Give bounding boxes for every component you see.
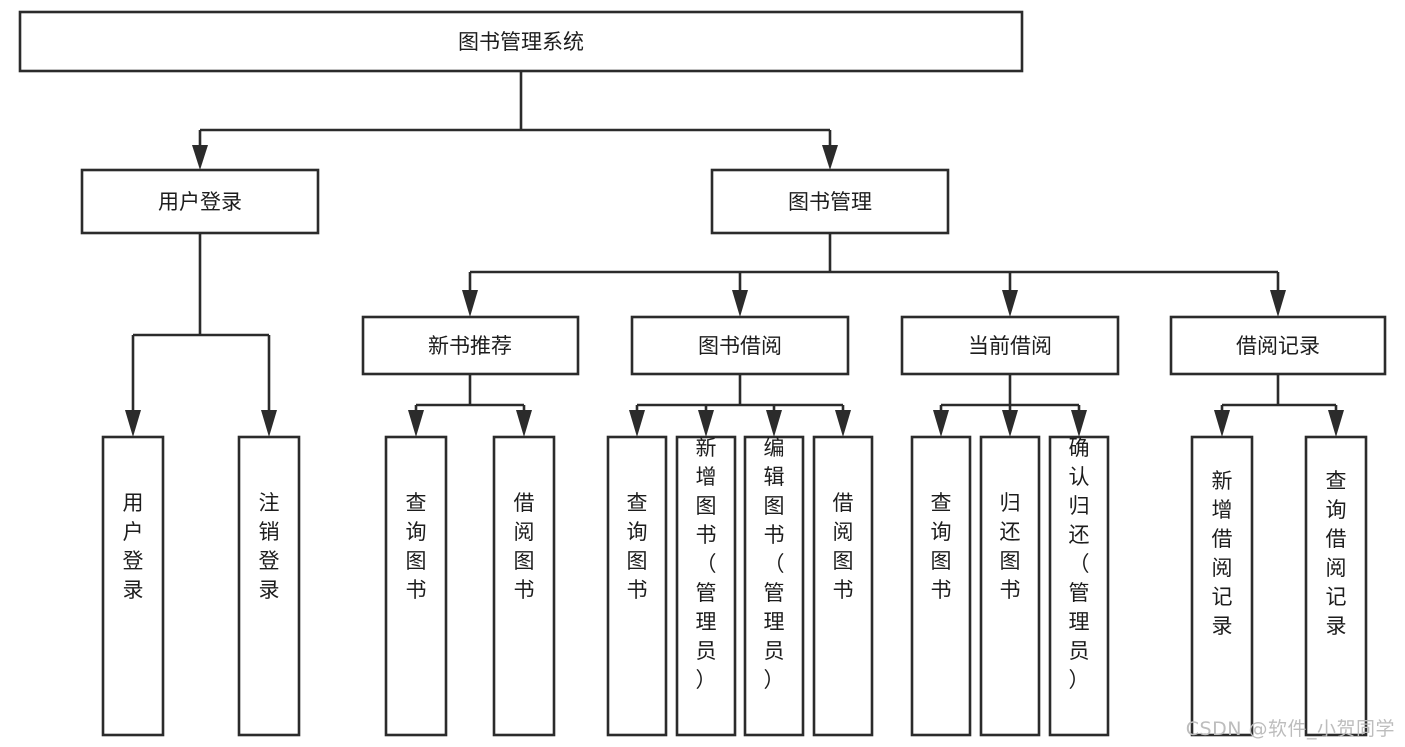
node-borrow-record[interactable]: 借阅记录 (1169, 315, 1387, 376)
arrow-head-icon (125, 410, 141, 437)
node-label-vertical: 查询借阅记录 (1326, 469, 1347, 638)
arrow-head-icon (822, 145, 838, 170)
arrow-head-icon (1071, 410, 1087, 437)
node-box (900, 315, 1120, 376)
node-box (910, 435, 972, 737)
node-box (1169, 315, 1387, 376)
leaf-new-book-borrow[interactable]: 借阅图书 (492, 435, 556, 737)
leaf-new-book-query[interactable]: 查询图书 (384, 435, 448, 737)
leaf-current-borrow-return[interactable]: 归还图书 (979, 435, 1041, 737)
node-user-login[interactable]: 用户登录 (80, 168, 320, 235)
node-label: 用户登录 (158, 190, 242, 214)
node-label-vertical: 归还图书 (1000, 491, 1021, 602)
node-box (812, 435, 874, 737)
node-box (237, 435, 301, 737)
node-label-vertical: 查询图书 (627, 491, 648, 602)
node-label-vertical: 新增借阅记录 (1212, 469, 1233, 638)
node-box (101, 435, 165, 737)
node-new-book-recommend[interactable]: 新书推荐 (361, 315, 580, 376)
node-book-borrow[interactable]: 图书借阅 (630, 315, 850, 376)
arrow-head-icon (1328, 410, 1344, 437)
node-box (361, 315, 580, 376)
node-box (710, 168, 950, 235)
node-box (1304, 435, 1368, 737)
arrow-head-icon (1002, 290, 1018, 317)
node-label-vertical: 查询图书 (931, 491, 952, 602)
leaf-book-borrow-edit[interactable]: 编辑图书（管理员） (743, 435, 805, 737)
connector-group (125, 71, 1344, 437)
arrow-head-icon (698, 410, 714, 437)
node-box (675, 435, 737, 737)
node-label-vertical: 新增图书（管理员） (696, 436, 717, 692)
node-label-vertical: 借阅图书 (833, 491, 854, 602)
arrow-head-icon (261, 410, 277, 437)
node-label-vertical: 注销登录 (259, 491, 280, 602)
node-label: 当前借阅 (968, 334, 1052, 358)
arrow-head-icon (1270, 290, 1286, 317)
node-box (1048, 435, 1110, 737)
leaf-current-borrow-confirm[interactable]: 确认归还（管理员） (1048, 435, 1110, 737)
arrow-head-icon (766, 410, 782, 437)
node-label-vertical: 确认归还（管理员） (1069, 436, 1090, 692)
leaf-user-login-login[interactable]: 用户登录 (101, 435, 165, 737)
leaf-book-borrow-add[interactable]: 新增图书（管理员） (675, 435, 737, 737)
node-book-manage[interactable]: 图书管理 (710, 168, 950, 235)
node-root-system[interactable]: 图书管理系统 (18, 10, 1024, 73)
node-label: 借阅记录 (1236, 334, 1320, 358)
node-label: 图书管理 (788, 190, 872, 214)
node-label-vertical: 查询图书 (406, 491, 427, 602)
node-label: 图书借阅 (698, 334, 782, 358)
node-box (743, 435, 805, 737)
arrow-head-icon (1002, 410, 1018, 437)
arrow-head-icon (835, 410, 851, 437)
arrow-head-icon (1214, 410, 1230, 437)
node-box (492, 435, 556, 737)
node-box (606, 435, 668, 737)
node-label-vertical: 借阅图书 (514, 491, 535, 602)
leaf-user-login-logout[interactable]: 注销登录 (237, 435, 301, 737)
leaf-current-borrow-query[interactable]: 查询图书 (910, 435, 972, 737)
arrow-head-icon (732, 290, 748, 317)
node-label-vertical: 编辑图书（管理员） (764, 436, 785, 692)
leaf-borrow-record-add[interactable]: 新增借阅记录 (1190, 435, 1254, 737)
node-box (630, 315, 850, 376)
node-box (384, 435, 448, 737)
node-box (1190, 435, 1254, 737)
arrow-head-icon (933, 410, 949, 437)
arrow-head-icon (408, 410, 424, 437)
arrow-head-icon (462, 290, 478, 317)
node-box (80, 168, 320, 235)
node-box (979, 435, 1041, 737)
arrow-head-icon (516, 410, 532, 437)
node-box (18, 10, 1024, 73)
node-current-borrow[interactable]: 当前借阅 (900, 315, 1120, 376)
node-label: 新书推荐 (428, 334, 512, 358)
leaf-borrow-record-query[interactable]: 查询借阅记录 (1304, 435, 1368, 737)
leaf-book-borrow-query[interactable]: 查询图书 (606, 435, 668, 737)
node-label: 图书管理系统 (458, 30, 584, 54)
arrow-head-icon (192, 145, 208, 170)
arrow-head-icon (629, 410, 645, 437)
leaf-book-borrow-borrow[interactable]: 借阅图书 (812, 435, 874, 737)
node-label-vertical: 用户登录 (123, 491, 144, 602)
